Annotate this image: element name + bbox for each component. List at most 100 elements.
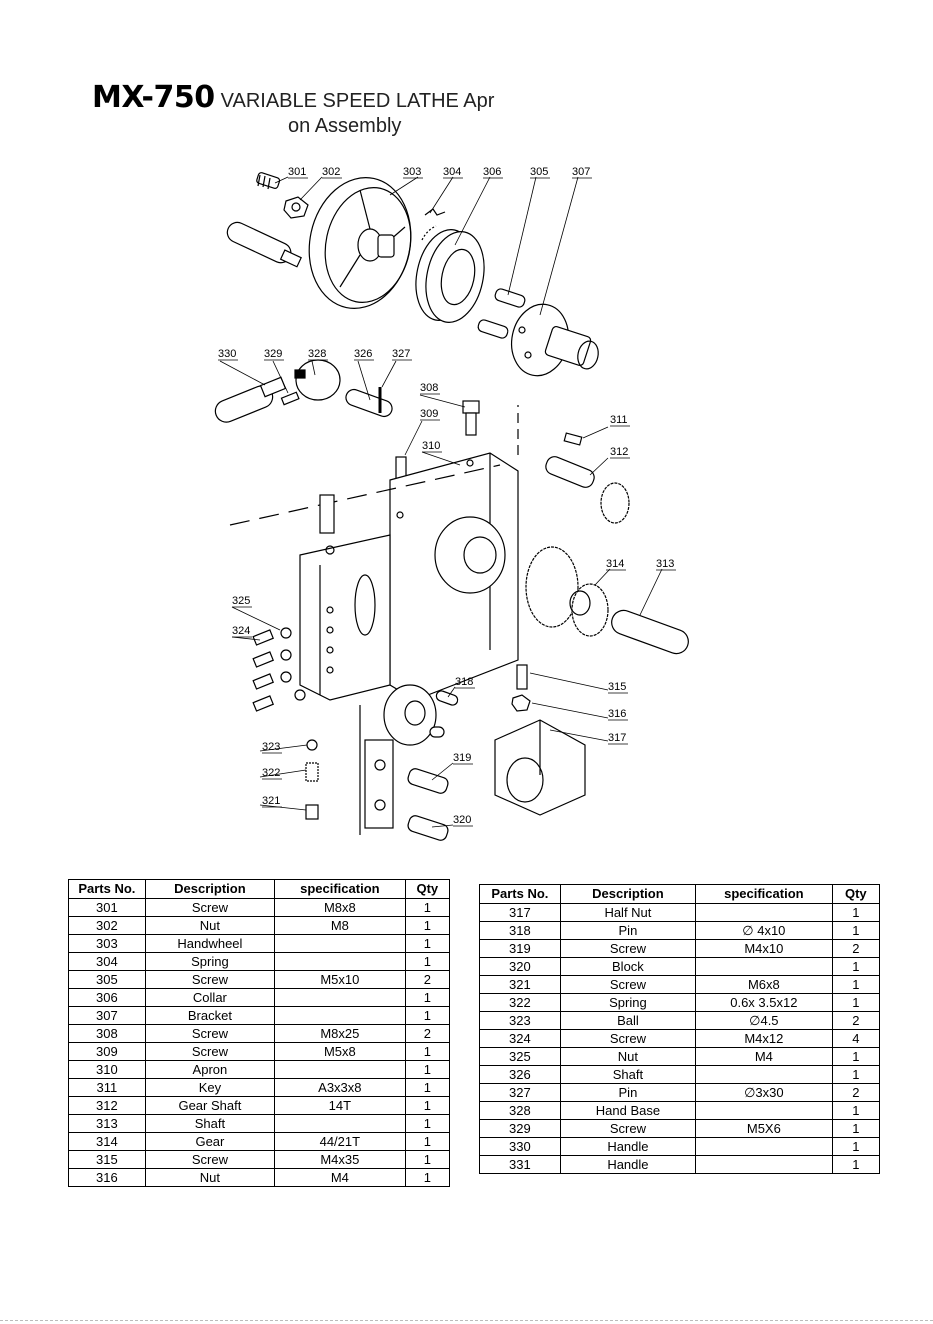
cell-description: Screw	[144, 1024, 276, 1043]
callout-322: 322	[262, 767, 280, 779]
callout-329: 329	[264, 348, 282, 360]
part-316-nut-drawing	[511, 694, 531, 712]
cell-specification	[274, 1060, 406, 1079]
cell-description: Ball	[559, 1011, 697, 1030]
cell-parts-no: 320	[479, 957, 561, 976]
cell-parts-no: 325	[479, 1047, 561, 1066]
part-322-spring-drawing	[305, 762, 319, 782]
part-310-apron-drawing	[229, 405, 519, 701]
cell-parts-no: 328	[479, 1101, 561, 1120]
cell-qty: 1	[831, 1047, 881, 1066]
callout-321: 321	[262, 795, 280, 807]
cell-description: Half Nut	[559, 903, 697, 922]
callout-311: 311	[610, 414, 628, 426]
cell-parts-no: 322	[479, 993, 561, 1012]
callout-304: 304	[443, 166, 461, 178]
callout-309: 309	[420, 408, 438, 420]
cell-parts-no: 329	[479, 1119, 561, 1138]
header-description: Description	[144, 879, 276, 899]
cell-description: Key	[144, 1078, 276, 1097]
cell-parts-no: 327	[479, 1083, 561, 1102]
callout-319: 319	[453, 752, 471, 764]
title-line2: on Assembly	[288, 115, 402, 137]
cell-specification: M5x10	[274, 970, 406, 989]
callout-307: 307	[572, 166, 590, 178]
callout-318: 318	[455, 676, 473, 688]
handwheel-handle-drawing	[226, 221, 302, 268]
header-specification: specification	[695, 884, 833, 904]
cell-parts-no: 314	[68, 1132, 146, 1151]
cell-parts-no: 331	[479, 1155, 561, 1174]
callout-313: 313	[656, 558, 674, 570]
cell-specification	[274, 934, 406, 953]
callout-leader-lines	[219, 176, 663, 828]
cell-description: Screw	[144, 1150, 276, 1169]
cell-specification: M5x8	[274, 1042, 406, 1061]
part-312-gear-shaft-drawing	[545, 456, 630, 524]
cell-parts-no: 313	[68, 1114, 146, 1133]
cell-parts-no: 319	[479, 939, 561, 958]
cell-description: Shaft	[559, 1065, 697, 1084]
cell-parts-no: 312	[68, 1096, 146, 1115]
cell-specification	[274, 1006, 406, 1025]
callout-324: 324	[232, 625, 250, 637]
part-304-spring-drawing	[424, 208, 446, 216]
cell-qty: 1	[831, 993, 881, 1012]
callout-308: 308	[420, 382, 438, 394]
callout-303: 303	[403, 166, 421, 178]
cell-qty: 1	[404, 916, 451, 935]
cell-qty: 1	[404, 1150, 451, 1169]
cell-description: Gear Shaft	[144, 1096, 276, 1115]
cell-parts-no: 317	[479, 903, 561, 922]
cell-parts-no: 324	[479, 1029, 561, 1048]
cell-qty: 1	[831, 1137, 881, 1156]
cell-specification	[695, 1155, 833, 1174]
title-line1: VARIABLE SPEED LATHE Apr	[220, 90, 495, 112]
part-313-shaft-drawing	[611, 609, 689, 655]
callout-326: 326	[354, 348, 372, 360]
cell-description: Screw	[559, 1029, 697, 1048]
cell-parts-no: 305	[68, 970, 146, 989]
cell-specification	[695, 1137, 833, 1156]
cell-specification: ∅ 4x10	[695, 921, 833, 940]
cell-qty: 1	[404, 1132, 451, 1151]
cell-description: Shaft	[144, 1114, 276, 1133]
cell-specification: ∅4.5	[695, 1011, 833, 1030]
callout-328: 328	[308, 348, 326, 360]
part-328-hand-base-drawing	[294, 359, 341, 401]
part-319-screws-drawing	[407, 768, 449, 841]
cell-specification: M8	[274, 916, 406, 935]
apron-top-screw-drawing	[319, 494, 335, 534]
cell-parts-no: 315	[68, 1150, 146, 1169]
cell-qty: 4	[831, 1029, 881, 1048]
cell-parts-no: 310	[68, 1060, 146, 1079]
cell-qty: 1	[404, 898, 451, 917]
cell-qty: 1	[404, 934, 451, 953]
cell-qty: 2	[831, 1011, 881, 1030]
cell-specification: ∅3x30	[695, 1083, 833, 1102]
cell-parts-no: 309	[68, 1042, 146, 1061]
parts-table-right: Parts No. Description specification Qty …	[479, 884, 881, 1174]
cell-description: Hand Base	[559, 1101, 697, 1120]
table-header-row: Parts No. Description specification Qty	[479, 884, 881, 904]
cell-qty: 1	[831, 1101, 881, 1120]
cell-qty: 1	[404, 952, 451, 971]
cell-description: Block	[559, 957, 697, 976]
cell-specification: 0.6x 3.5x12	[695, 993, 833, 1012]
part-305-screws-drawing	[477, 288, 526, 339]
